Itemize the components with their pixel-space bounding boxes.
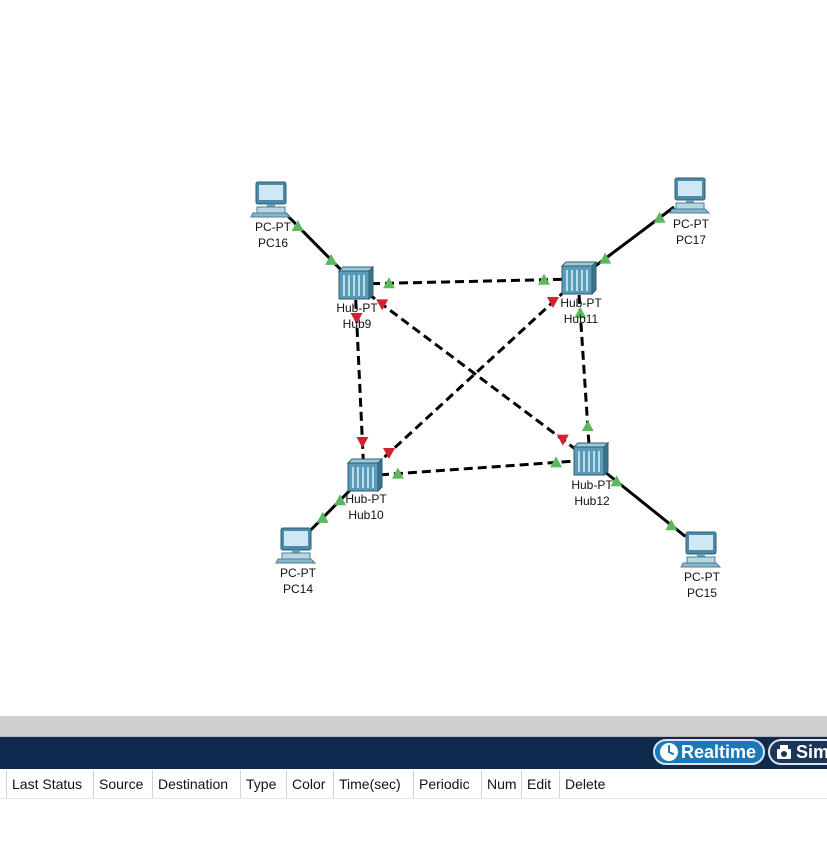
column-source[interactable]: Source <box>93 770 152 798</box>
link-light-up-icon <box>581 420 594 432</box>
link-light-up-icon <box>574 306 587 318</box>
pc-icon <box>669 177 711 214</box>
crossover-cable-Hub10-Hub12[interactable] <box>379 459 575 477</box>
column-periodic[interactable]: Periodic <box>413 770 481 798</box>
device-model-label: PC-PT <box>684 570 721 584</box>
realtime-mode-button[interactable]: Realtime <box>653 739 765 765</box>
device-pc15[interactable]: PC-PT PC15 <box>680 531 722 600</box>
link-light-up-icon <box>599 252 612 264</box>
device-pc14[interactable]: PC-PT PC14 <box>275 527 317 596</box>
simulation-mode-label: Sim <box>796 741 827 762</box>
link-light-up-icon <box>382 277 395 289</box>
device-name-label: Hub10 <box>348 508 384 522</box>
link-light-up-icon <box>610 475 623 487</box>
column-edit[interactable]: Edit <box>521 770 559 798</box>
simulation-mode-button[interactable]: Sim <box>768 739 827 765</box>
hub-icon <box>572 441 610 477</box>
link-light-up-icon <box>538 273 551 285</box>
link-light-up-icon <box>665 519 678 531</box>
stopwatch-icon <box>777 745 791 759</box>
link-light-down-icon <box>356 437 369 449</box>
device-model-label: PC-PT <box>255 220 292 234</box>
device-model-label: Hub-PT <box>345 492 387 506</box>
column-last-status[interactable]: Last Status <box>6 770 93 798</box>
pc-icon <box>250 181 292 218</box>
realtime-mode-label: Realtime <box>681 741 757 762</box>
column-num[interactable]: Num <box>481 770 521 798</box>
device-model-label: Hub-PT <box>560 296 602 310</box>
link-light-down-icon <box>546 297 559 309</box>
column-delete[interactable]: Delete <box>559 770 619 798</box>
crossover-cable-Hub11-Hub12[interactable] <box>577 294 591 445</box>
pdu-list-header: Last Status Source Destination Type Colo… <box>0 770 827 799</box>
device-name-label: Hub11 <box>564 312 599 326</box>
link-light-up-icon <box>550 456 563 468</box>
topology-canvas[interactable]: PC-PTPC16PC-PTPC17Hub-PTHub9Hub-PTHub11H… <box>0 0 827 716</box>
links-layer <box>283 205 687 538</box>
column-type[interactable]: Type <box>240 770 286 798</box>
link-light-up-icon <box>653 211 666 223</box>
link-light-up-icon <box>325 253 338 265</box>
hub-icon <box>346 457 384 493</box>
device-pc17[interactable]: PC-PT PC17 <box>669 177 711 247</box>
pc-icon <box>680 531 722 568</box>
link-light-up-icon <box>291 220 304 232</box>
column-time[interactable]: Time(sec) <box>333 770 413 798</box>
device-model-label: PC-PT <box>280 566 317 580</box>
link-lights-layer <box>291 211 678 531</box>
column-destination[interactable]: Destination <box>152 770 240 798</box>
device-name-label: PC14 <box>283 582 313 596</box>
device-model-label: Hub-PT <box>571 478 613 492</box>
link-light-up-icon <box>316 511 329 523</box>
pdu-list-body <box>0 799 827 860</box>
device-name-label: PC17 <box>676 233 706 247</box>
workspace-divider <box>0 716 827 737</box>
link-light-down-icon <box>376 299 389 311</box>
pc-icon <box>275 527 317 564</box>
link-light-down-icon <box>556 434 569 446</box>
link-light-down-icon <box>383 447 396 459</box>
column-color[interactable]: Color <box>286 770 333 798</box>
device-name-label: Hub9 <box>343 317 372 331</box>
link-light-down-icon <box>350 312 363 324</box>
crossover-cable-Hub9-Hub10[interactable] <box>354 299 365 461</box>
mode-bar: Realtime Sim <box>0 737 827 769</box>
device-hub12[interactable]: Hub-PT Hub12 <box>571 441 613 508</box>
device-name-label: PC15 <box>687 586 717 600</box>
hub-icon <box>337 265 375 301</box>
clock-icon <box>660 743 678 761</box>
device-hub11[interactable]: Hub-PT Hub11 <box>560 260 602 326</box>
straight-through-cable-PC14-Hub10[interactable] <box>308 486 354 532</box>
devices-layer: PC-PTPC16PC-PTPC17Hub-PTHub9Hub-PTHub11H… <box>250 177 722 600</box>
crossover-cable-Hub9-Hub11[interactable] <box>370 277 563 286</box>
link-light-up-icon <box>391 467 404 479</box>
link-light-up-icon <box>334 494 347 506</box>
device-name-label: Hub12 <box>574 494 610 508</box>
device-pc16[interactable]: PC-PT PC16 <box>250 181 292 250</box>
hub-icon <box>560 260 598 296</box>
device-model-label: Hub-PT <box>336 301 378 315</box>
device-name-label: PC16 <box>258 236 288 250</box>
crossover-cable-Hub11-Hub10[interactable] <box>374 288 568 467</box>
device-hub10[interactable]: Hub-PT Hub10 <box>345 457 387 522</box>
device-model-label: PC-PT <box>673 217 710 231</box>
device-hub9[interactable]: Hub-PT Hub9 <box>336 265 378 331</box>
crossover-cable-Hub9-Hub12[interactable] <box>366 292 579 452</box>
